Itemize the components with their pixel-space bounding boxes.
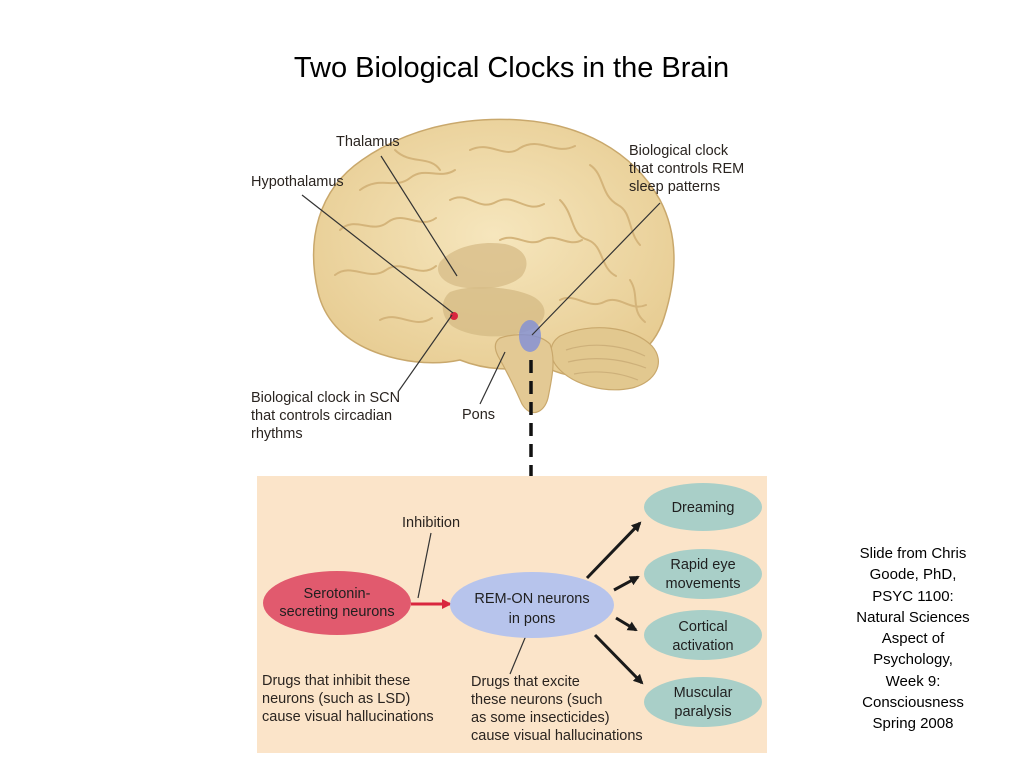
- drugs-excite-line: as some insecticides): [471, 710, 610, 727]
- drugs-excite-line: these neurons (such: [471, 692, 603, 709]
- label-scn-clock-line: rhythms: [251, 426, 303, 443]
- drugs-inhibit-line: Drugs that inhibit these: [262, 673, 411, 689]
- credit-line: Spring 2008: [872, 715, 954, 733]
- slide-credit: Slide from Chris Goode, PhD, PSYC 1100: …: [830, 543, 996, 735]
- drugs-inhibit-line: neurons (such as LSD): [262, 691, 411, 708]
- credit-line: Week 9:: [885, 672, 941, 690]
- serotonin-node-line: Serotonin-: [304, 586, 371, 602]
- serotonin-node-line: secreting neurons: [279, 604, 394, 620]
- credit-line: Natural Sciences: [856, 608, 970, 626]
- scn-dot: [450, 312, 458, 320]
- output-cortical-line: Cortical: [678, 619, 727, 635]
- drugs-excite-line: Drugs that excite: [471, 674, 580, 690]
- serotonin-node: [263, 571, 411, 635]
- brain-gyri: [334, 143, 647, 346]
- output-paralysis-line: Muscular: [674, 685, 733, 701]
- remon-node-line: REM-ON neurons: [474, 591, 589, 607]
- output-node-paralysis: [644, 677, 762, 727]
- label-pons: Pons: [462, 407, 496, 423]
- arrow-to-paralysis: [593, 633, 644, 685]
- output-rapid-eye-line: Rapid eye: [670, 557, 735, 573]
- label-scn-clock: Biological clock in SCN that controls ci…: [251, 389, 400, 443]
- brainstem: [494, 334, 554, 414]
- credit-line: Consciousness: [862, 694, 964, 712]
- label-rem-clock: Biological clock that controls REM sleep…: [629, 142, 744, 196]
- limbic-region: [442, 287, 545, 337]
- output-node-dreaming: [644, 483, 762, 531]
- output-rapid-eye-line: movements: [666, 576, 741, 592]
- output-dreaming-label: Dreaming: [672, 500, 735, 516]
- drugs-excite-line: cause visual hallucinations: [471, 728, 643, 745]
- arrow-to-rapid-eye: [613, 575, 640, 592]
- credit-line: Slide from Chris: [859, 545, 967, 562]
- label-thalamus: Thalamus: [336, 134, 400, 150]
- thalamus-region: [437, 242, 527, 289]
- label-scn-clock-line: that controls circadian: [251, 408, 393, 425]
- rem-clock-marker: [519, 320, 541, 352]
- output-cortical-line: activation: [672, 638, 733, 654]
- credit-line: Psychology,: [873, 651, 953, 669]
- label-scn-clock-line: Biological clock in SCN: [251, 390, 401, 406]
- credit-line: Goode, PhD,: [869, 566, 957, 584]
- drugs-excite-note: Drugs that excite these neurons (such as…: [471, 673, 643, 746]
- output-node-cortical: [644, 610, 762, 660]
- drugs-inhibit-note: Drugs that inhibit these neurons (such a…: [262, 672, 434, 726]
- arrow-to-dreaming: [585, 521, 642, 580]
- output-node-rapid-eye: [644, 549, 762, 599]
- credit-line: PSYC 1100:: [872, 587, 954, 605]
- label-rem-clock-line: Biological clock: [629, 143, 729, 159]
- label-inhibition: Inhibition: [402, 515, 461, 531]
- remon-node: [450, 572, 614, 638]
- label-rem-clock-line: sleep patterns: [629, 179, 721, 196]
- credit-line: Aspect of: [881, 630, 945, 648]
- inhibition-leader: [417, 532, 432, 599]
- output-paralysis-line: paralysis: [674, 704, 731, 720]
- remon-node-line: in pons: [509, 611, 556, 627]
- arrow-to-cortical: [615, 616, 638, 632]
- label-rem-clock-line: that controls REM: [629, 161, 745, 178]
- slide-title: Two Biological Clocks in the Brain: [293, 52, 730, 84]
- drugs-inhibit-line: cause visual hallucinations: [262, 709, 434, 726]
- label-hypothalamus: Hypothalamus: [251, 174, 344, 190]
